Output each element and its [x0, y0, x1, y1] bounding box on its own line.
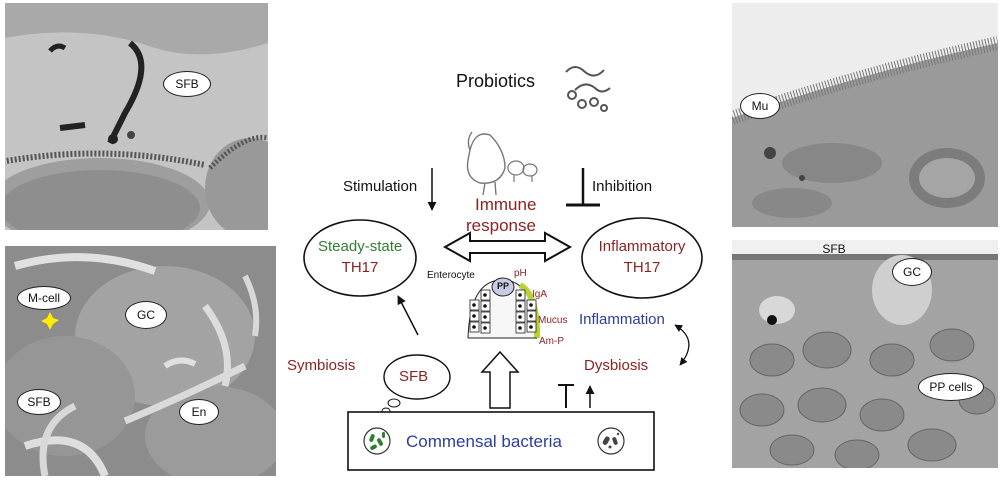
chicks-icon	[507, 160, 538, 182]
left-bottom-micrograph: M-cell GC SFB En	[5, 246, 276, 476]
gc-label: GC	[892, 258, 932, 286]
en-label: En	[179, 399, 219, 425]
pp-node	[491, 277, 515, 297]
micrograph-image	[5, 246, 276, 476]
micrograph-image	[5, 3, 268, 230]
sfb-label: SFB	[17, 389, 61, 415]
sfb-label: SFB	[822, 242, 846, 256]
pp-label: PP	[497, 281, 510, 291]
m-cell-label: M-cell	[17, 286, 71, 310]
sfb-bubble-label: SFB	[399, 368, 429, 385]
steady-state-line1: Steady-state	[318, 238, 403, 255]
immune-response-line1: Immune	[475, 195, 537, 214]
right-bottom-micrograph: SFB GC PP cells	[732, 240, 998, 468]
ph-label: pH	[514, 268, 527, 279]
intestinal-villus-icon	[467, 277, 541, 339]
mu-label: Mu	[740, 93, 780, 119]
micrograph-image	[732, 3, 998, 227]
double-arrow	[442, 231, 573, 263]
petri-dish-icon	[597, 427, 625, 455]
chicken-icon	[466, 131, 506, 196]
pp-cells-label: PP cells	[918, 373, 984, 401]
stimulation-label: Stimulation	[343, 178, 418, 195]
enterocyte-label: Enterocyte	[427, 270, 475, 281]
inflammatory-line1: Inflammatory	[598, 238, 686, 255]
probiotics-label: Probiotics	[456, 71, 536, 91]
inhibition-label: Inhibition	[592, 178, 653, 195]
sfb-label: SFB	[163, 71, 211, 97]
symbiosis-label: Symbiosis	[287, 357, 356, 374]
immune-response-line2: response	[466, 216, 536, 235]
steady-state-line2: TH17	[341, 259, 379, 276]
inflammation-label: Inflammation	[579, 311, 665, 328]
dysbiosis-label: Dysbiosis	[584, 357, 649, 374]
thought-bubble-icon	[383, 354, 451, 400]
star-icon	[41, 312, 59, 330]
inflammatory-line2: TH17	[623, 259, 661, 276]
bacteria-cluster-icon	[565, 66, 611, 112]
right-top-micrograph: Mu	[732, 3, 998, 227]
left-top-micrograph: SFB	[5, 3, 268, 230]
gc-label: GC	[125, 301, 167, 329]
steady-state-oval	[303, 219, 417, 297]
commensal-bacteria-label: Commensal bacteria	[406, 432, 562, 451]
up-arrow	[480, 350, 520, 409]
iga-label: IgA	[532, 289, 548, 300]
micrograph-image	[732, 240, 998, 468]
mucus-label: Mucus	[538, 315, 568, 326]
bacteria-dish-icon	[363, 427, 391, 455]
inflammatory-oval	[581, 217, 703, 299]
amp-label: Am-P	[539, 336, 564, 347]
